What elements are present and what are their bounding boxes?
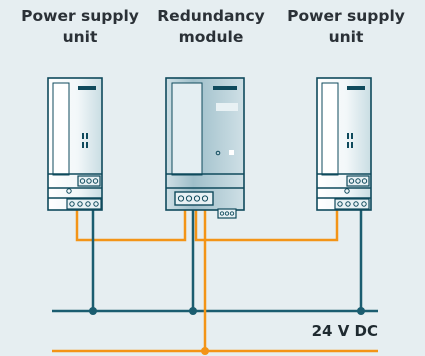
wire-psu-left-out [75, 210, 187, 242]
label-redundancy-module: Redundancy module [136, 6, 286, 48]
status-led-icon [347, 86, 365, 90]
power-supply-unit-right [316, 77, 372, 211]
teal-wires [91, 210, 363, 311]
indicator-icon [82, 133, 88, 148]
terminal-block-icon [217, 208, 237, 219]
label-line: module [178, 28, 244, 46]
label-line: unit [62, 28, 98, 46]
status-led-icon [213, 86, 237, 90]
wire-psu-right-out [194, 210, 339, 242]
label-power-supply-left: Power supply unit [2, 6, 158, 48]
indicator-icon [347, 133, 353, 148]
orange-wires [75, 210, 339, 351]
terminal-block-icon [334, 198, 370, 210]
label-line: Power supply [21, 7, 139, 25]
junction-dot-icon [201, 347, 209, 355]
display-panel [216, 103, 238, 111]
label-line: Power supply [287, 7, 405, 25]
terminal-block-icon [66, 198, 102, 210]
power-supply-unit-left [47, 77, 103, 211]
junction-dot-icon [357, 307, 365, 315]
bus-lines [52, 309, 378, 353]
status-led-icon [78, 86, 96, 90]
junctions [89, 307, 365, 355]
dc-bus-label: 24 V DC [311, 322, 378, 340]
terminal-block-icon [346, 175, 370, 187]
label-line: unit [328, 28, 364, 46]
label-power-supply-right: Power supply unit [268, 6, 424, 48]
terminal-block-icon [77, 175, 101, 187]
redundancy-module [165, 77, 245, 219]
label-line: Redundancy [157, 7, 265, 25]
junction-dot-icon [189, 307, 197, 315]
junction-dot-icon [89, 307, 97, 315]
